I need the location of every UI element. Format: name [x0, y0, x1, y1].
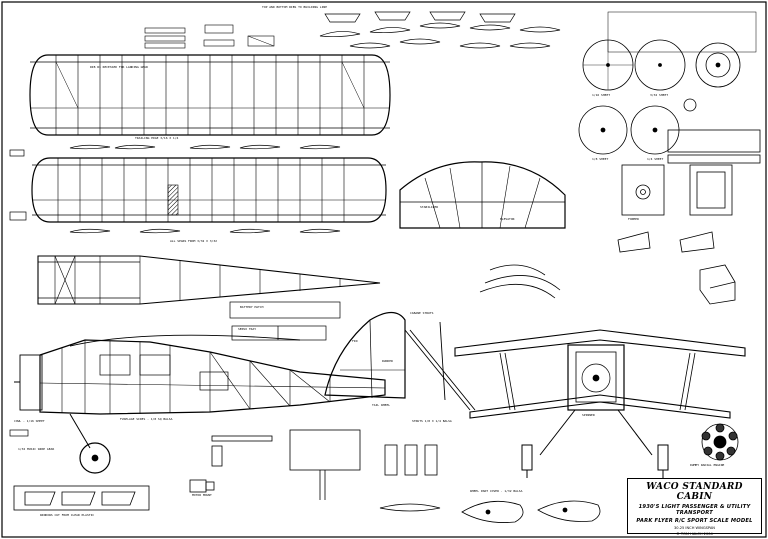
sheet-14-label: 1/4 SHEET [647, 157, 664, 161]
fuselage-side-view [14, 334, 386, 474]
fuselage-sides-label: FUSELAGE SIDES - 1/8 SQ BALSA [120, 417, 173, 421]
window-strips [13, 485, 150, 511]
spars-label: ALL SPARS FROM 3/32 X 3/32 [170, 239, 217, 243]
servo-tray-label: SERVO TRAY [238, 327, 257, 331]
sheet-332-label: 3/32 SHEET [650, 93, 669, 97]
airfoil-row-1 [69, 144, 341, 150]
gear-note: 1/32 MUSIC WIRE GEAR [18, 447, 55, 451]
struts-drawing [404, 321, 476, 411]
stab-label: STABILIZER [420, 205, 439, 209]
battery-hatch-label: BATTERY HATCH [240, 305, 264, 309]
former-label: FORMER [628, 217, 639, 221]
lower-middle-parts [189, 429, 441, 512]
model-subtitle-2: PARK FLYER R/C SPORT SCALE MODEL [636, 518, 753, 524]
rudder-label: RUDDER [382, 359, 393, 363]
front-view [454, 329, 746, 478]
strut-note: STRUTS 1/8 X 1/4 BALSA [412, 419, 452, 423]
wheel-pant-label: WHEEL PANT COVER - 1/32 BALSA [470, 489, 523, 493]
top-parts [144, 24, 234, 49]
lower-wing-plan [31, 157, 387, 223]
sheet-116-label: 1/16 SHEET [592, 93, 611, 97]
rib-recess-note: RIB R1 RECESSED FOR LANDING GEAR [90, 65, 148, 69]
trailing-edge-label: TRAILING EDGE 3/16 X 1/4 [135, 136, 179, 140]
left-parts [9, 149, 29, 437]
cowl-note: COWL - 1/16 SHEET [14, 419, 45, 423]
fuselage-top-view [37, 255, 381, 305]
instruction-note-area [607, 11, 757, 53]
motor-mount-label: MOTOR MOUNT [192, 493, 212, 497]
copyright-label: © TOM HALCH 2004 [676, 532, 713, 536]
radial-engine [701, 423, 739, 461]
wing-ribs-note: TOP AND BOTTOM RIBS TO BUILDING LINE [262, 5, 328, 9]
mid-parts [229, 301, 341, 341]
radial-engine-label: DUMMY RADIAL ENGINE [690, 463, 725, 467]
top-wing-plan [29, 35, 391, 136]
model-subtitle-1: 1930'S LIGHT PASSENGER & UTILITY TRANSPO… [638, 504, 751, 516]
wingspan-label: 30.25 INCH WINGSPAN [674, 526, 715, 530]
cabane-label: CABANE STRUTS [410, 311, 434, 315]
curved-parts [479, 264, 561, 299]
spinner-label: SPINNER [582, 413, 595, 417]
fin-label: FIN [352, 339, 358, 343]
title-block: WACO STANDARD CABIN 1930'S LIGHT PASSENG… [627, 478, 762, 536]
model-name: WACO STANDARD CABIN [646, 482, 743, 502]
wheel-pants [461, 500, 601, 523]
rib-templates [319, 11, 561, 49]
tailplane [399, 161, 566, 229]
airfoil-row-2 [69, 228, 341, 234]
fin-rudder [324, 311, 406, 399]
sheet-18-label: 1/8 SHEET [592, 157, 609, 161]
tail-wheel-label: TAIL WHEEL [372, 403, 391, 407]
right-parts [617, 129, 761, 305]
elevator-label: ELEVATOR [500, 217, 515, 221]
windows-note: WINDOWS CUT FROM CLEAR PLASTIC [40, 513, 95, 517]
